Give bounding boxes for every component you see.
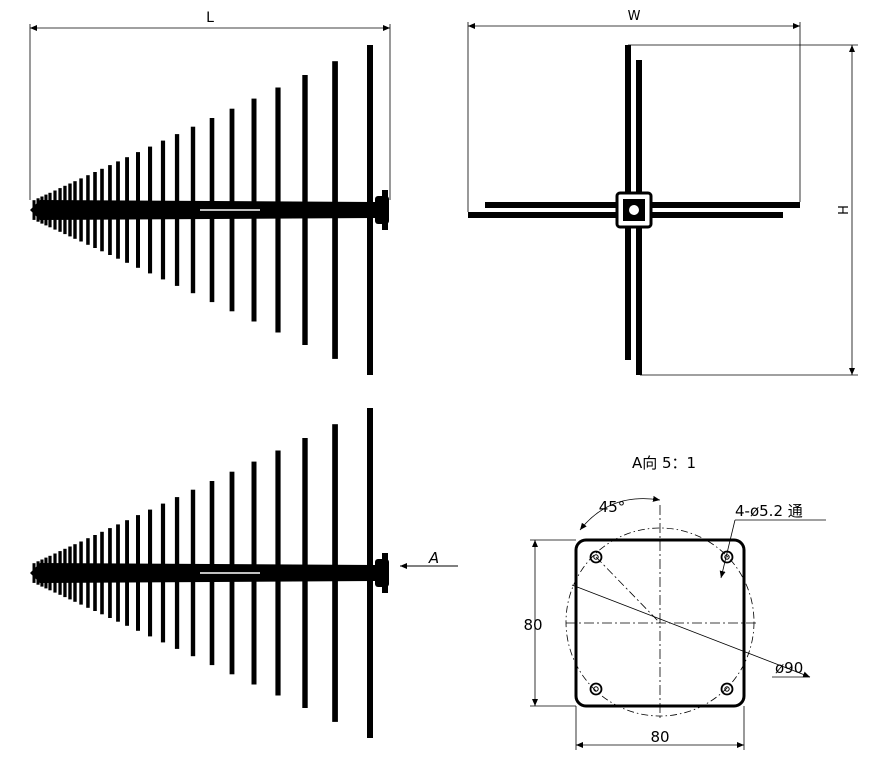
hole-callout-leader bbox=[719, 519, 736, 579]
side-view-top: L bbox=[29, 10, 391, 375]
side-view-bottom: A bbox=[30, 408, 458, 738]
diameter-leader bbox=[571, 584, 811, 678]
hub-hole bbox=[629, 205, 639, 215]
side-dimension-label: 80 bbox=[523, 616, 542, 634]
diameter-label: ø90 bbox=[775, 659, 803, 677]
view-a-detail: A向 5：1 45° 4-ø5.2 通 ø90 80 bbox=[523, 454, 826, 750]
angle-label: 45° bbox=[599, 498, 626, 516]
angle-arc bbox=[579, 495, 661, 531]
centerline-diagonal bbox=[595, 556, 661, 624]
length-label: L bbox=[206, 10, 214, 26]
hole-bottom-left bbox=[589, 682, 603, 696]
hole-bottom-right bbox=[720, 682, 734, 696]
view-a-title: A向 5：1 bbox=[632, 454, 696, 472]
hole-spec-label: 4-ø5.2 通 bbox=[735, 502, 803, 520]
front-view: W H bbox=[467, 9, 858, 376]
hole-top-left bbox=[589, 550, 603, 564]
view-a-label: A bbox=[428, 549, 439, 567]
height-label: H bbox=[837, 205, 852, 215]
width-label: W bbox=[628, 9, 641, 24]
bottom-dimension-label: 80 bbox=[650, 728, 669, 746]
